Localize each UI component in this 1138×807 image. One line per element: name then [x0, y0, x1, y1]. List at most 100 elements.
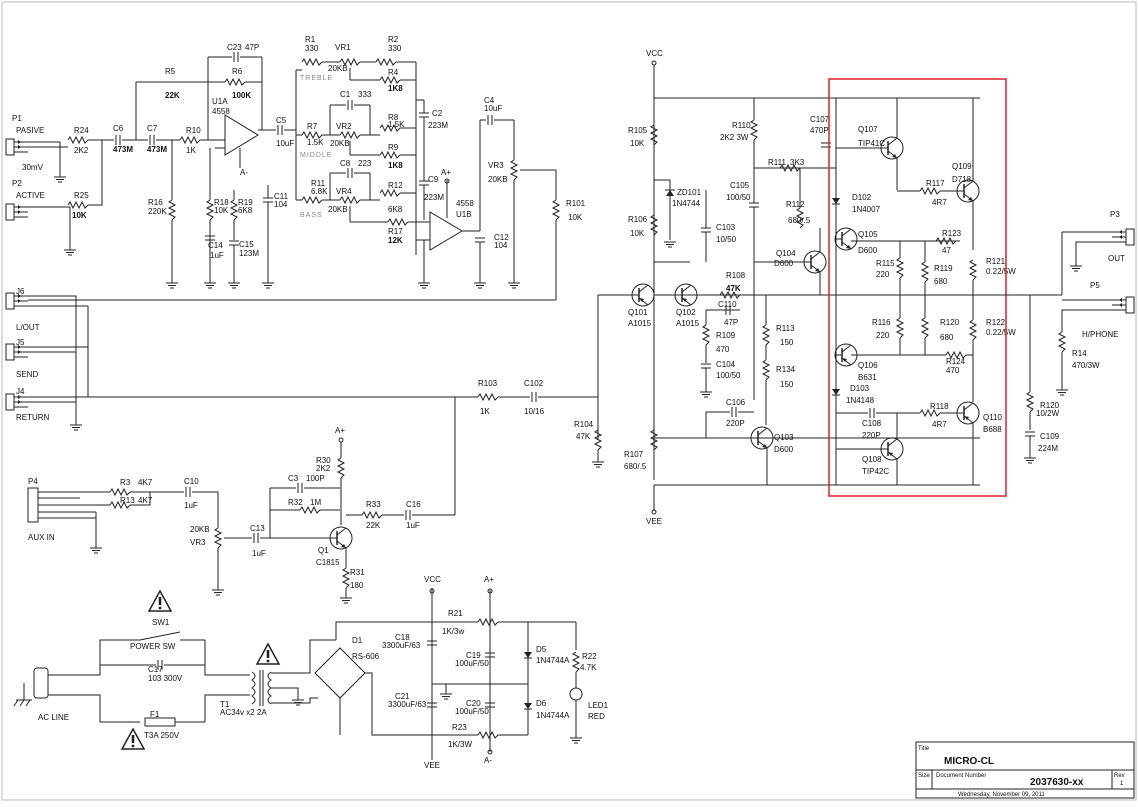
- component-label-r121: R121: [986, 257, 1006, 266]
- component-label-led1: LED1: [588, 701, 609, 710]
- u1a-opamp: [224, 114, 259, 156]
- component-label-c3v: 100P: [306, 474, 325, 483]
- component-label-r116v: 220: [876, 331, 890, 340]
- component-label-q110: Q110: [983, 413, 1003, 422]
- component-label-r103: R103: [478, 379, 498, 388]
- component-label-vr4v: 20KB: [328, 205, 348, 214]
- component-label-r120v: 680: [940, 333, 954, 342]
- rev-text: 1: [1120, 781, 1124, 787]
- docnum-label: Document Number: [936, 773, 986, 779]
- component-label-r105: R105: [628, 126, 648, 135]
- input-section: P1 PASIVE 30mV P2 ACTIVE R24 2K2 R25 10K…: [5, 43, 297, 289]
- component-label-c21: C21: [395, 692, 410, 701]
- component-label-r117v: 4R7: [932, 198, 947, 207]
- component-label-r9v: 1K8: [388, 161, 403, 170]
- component-label-aminus: A-: [484, 756, 492, 765]
- component-label-r120: R120: [940, 318, 960, 327]
- component-label-c107v: 470P: [810, 126, 829, 135]
- component-label-d5v: 1N4744A: [536, 656, 570, 665]
- p2-ref: P2: [12, 179, 22, 188]
- component-label-r122: R122: [986, 318, 1006, 327]
- component-label-r12v: 6K8: [388, 205, 403, 214]
- component-label-c9: C9: [428, 175, 439, 184]
- component-label-r23: R23: [452, 723, 467, 732]
- component-label-c1v: 333: [358, 90, 372, 99]
- component-label-q102: Q102: [676, 308, 696, 317]
- effects-loop-jacks: J6 L/OUT J5 SEND J4 RETURN R103 1K C102 …: [5, 287, 605, 468]
- component-label-q110v: B688: [983, 425, 1002, 434]
- component-label-q101v: A1015: [628, 319, 652, 328]
- component-label-r16: R16: [148, 198, 163, 207]
- component-label-r4: R4: [388, 68, 399, 77]
- component-label-r7: R7: [307, 122, 318, 131]
- component-label-r116: R116: [872, 318, 891, 327]
- output-stage-highlight: [828, 78, 1007, 497]
- component-label-p5-name: H/PHONE: [1082, 330, 1118, 339]
- component-label-r1: R1: [305, 35, 316, 44]
- component-label-q107: Q107: [858, 125, 878, 134]
- component-label-c3: C3: [288, 474, 299, 483]
- component-label-r110v: 2K2 3W: [720, 133, 749, 142]
- component-label-r109: R109: [716, 331, 736, 340]
- component-label-r120bv: 10/2W: [1036, 409, 1060, 418]
- component-label-vr2v: 20KB: [330, 139, 350, 148]
- jack-connector-icon: [5, 138, 29, 156]
- component-label-c17: C17: [148, 665, 163, 674]
- earth-ground-icon: [13, 699, 32, 707]
- component-label-vr3av: 20KB: [488, 175, 508, 184]
- q1-transistor: [329, 526, 353, 550]
- rev-label: Rev: [1114, 773, 1125, 779]
- component-label-c21v: 3300uF/63: [388, 700, 427, 709]
- component-label-d1v: RS-606: [352, 652, 380, 661]
- component-label-r112v: 680/.5: [788, 216, 811, 225]
- component-label-r10: R10: [186, 126, 201, 135]
- component-label-r33v: 22K: [366, 521, 381, 530]
- title-block: Title MICRO-CL Size Document Number 2037…: [915, 741, 1135, 799]
- component-label-r31v: 180: [350, 581, 364, 590]
- component-label-r8v: 1.5K: [388, 120, 405, 129]
- component-label-p3-name: OUT: [1108, 254, 1125, 263]
- title-label: Title: [918, 746, 930, 752]
- component-label-r21: R21: [448, 609, 463, 618]
- p1-value: 30mV: [22, 163, 44, 172]
- component-label-r18: R18: [214, 198, 229, 207]
- q104-transistor: [803, 250, 827, 274]
- component-label-r104: R104: [574, 420, 594, 429]
- component-label-f1v: T3A 250V: [144, 731, 180, 740]
- component-label-j4: J4: [16, 387, 25, 396]
- component-label-r105v: 10K: [630, 139, 645, 148]
- component-label-c12: C12: [494, 233, 509, 242]
- component-label-r9: R9: [388, 143, 399, 152]
- component-label-r5v: 22K: [165, 91, 180, 100]
- component-label-q106v: B631: [858, 373, 877, 382]
- jack-connector-icon: [1111, 228, 1135, 246]
- component-label-d6v: 1N4744A: [536, 711, 570, 720]
- component-label-r16v: 220K: [148, 207, 167, 216]
- component-label-q106: Q106: [858, 361, 878, 370]
- component-label-r7v: 1.5K: [307, 138, 324, 147]
- component-label-c9v: 223M: [424, 193, 444, 202]
- component-label-vr3b: VR3: [190, 538, 206, 547]
- component-label-c17v: 103 300V: [148, 674, 183, 683]
- component-label-q104v: D600: [774, 259, 794, 268]
- component-label-c4v: 10uF: [484, 104, 502, 113]
- ac-plug-icon: [33, 667, 49, 699]
- q108-transistor: [880, 437, 904, 461]
- component-label-r4v: 1K8: [388, 84, 403, 93]
- component-label-u1b: U1B: [456, 210, 472, 219]
- component-label-c20v: 100uF/50: [455, 707, 489, 716]
- component-label-q109v: D718: [952, 175, 972, 184]
- component-label-j6-name: L/OUT: [16, 323, 40, 332]
- warning-triangle-icon: [148, 590, 172, 612]
- component-label-r119v: 680: [934, 277, 948, 286]
- component-label-r3: R3: [120, 478, 131, 487]
- u1b-opamp: [429, 211, 463, 251]
- component-label-c103v: 10/50: [716, 235, 737, 244]
- component-label-r119: R119: [934, 264, 953, 273]
- component-label-c108v: 220P: [862, 431, 881, 440]
- component-label-q105: Q105: [858, 230, 878, 239]
- component-label-r8: R8: [388, 113, 399, 122]
- component-label-c103: C103: [716, 223, 736, 232]
